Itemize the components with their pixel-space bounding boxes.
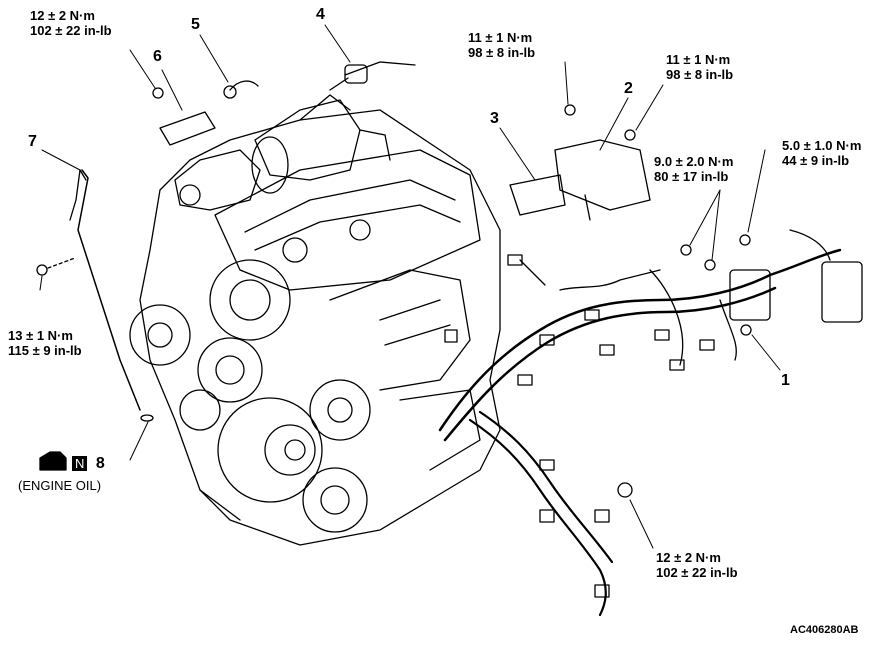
torque-mid-top: 11 ± 1 N·m 98 ± 8 in-lb bbox=[468, 30, 535, 60]
callout-8: 8 bbox=[95, 455, 105, 472]
callout-6: 6 bbox=[153, 48, 162, 65]
torque-value-nm: 11 ± 1 N·m bbox=[666, 52, 731, 67]
torque-value-nm: 9.0 ± 2.0 N·m bbox=[654, 154, 734, 169]
torque-value-nm: 13 ± 1 N·m bbox=[8, 328, 73, 343]
torque-value-nm: 12 ± 2 N·m bbox=[30, 8, 95, 23]
callout-5: 5 bbox=[191, 16, 200, 33]
callout-4: 4 bbox=[316, 6, 325, 23]
hose-4 bbox=[344, 61, 416, 76]
oil-dipstick bbox=[77, 169, 141, 411]
valve-cover bbox=[214, 149, 481, 291]
torque-value-nm: 5.0 ± 1.0 N·m bbox=[782, 138, 862, 153]
torque-left: 13 ± 1 N·m 115 ± 9 in-lb bbox=[8, 328, 82, 358]
oil-can-icon bbox=[39, 451, 67, 471]
callout-1: 1 bbox=[781, 372, 790, 389]
torque-9: 9.0 ± 2.0 N·m 80 ± 17 in-lb bbox=[654, 154, 733, 184]
torque-right-top: 11 ± 1 N·m 98 ± 8 in-lb bbox=[666, 52, 733, 82]
callout-7: 7 bbox=[28, 133, 37, 150]
torque-value-nm: 11 ± 1 N·m bbox=[468, 30, 533, 45]
engine-oil-label: (ENGINE OIL) bbox=[18, 478, 102, 493]
front-pulleys bbox=[129, 259, 371, 533]
callout-8-group: N 8 bbox=[72, 455, 105, 473]
torque-value-inlb: 115 ± 9 in-lb bbox=[8, 343, 82, 358]
torque-value-inlb: 102 ± 22 in-lb bbox=[656, 565, 738, 580]
engine-block-outline bbox=[139, 109, 501, 546]
callout-2: 2 bbox=[624, 80, 633, 97]
callout-3: 3 bbox=[490, 110, 499, 127]
torque-value-inlb: 80 ± 17 in-lb bbox=[654, 169, 729, 184]
torque-top-left: 12 ± 2 N·m 102 ± 22 in-lb bbox=[30, 8, 112, 38]
leader-lines bbox=[39, 24, 781, 549]
torque-value-inlb: 44 ± 9 in-lb bbox=[782, 153, 850, 168]
n-badge: N bbox=[72, 456, 88, 471]
wiring-harness bbox=[438, 229, 863, 617]
torque-value-inlb: 98 ± 8 in-lb bbox=[468, 45, 536, 60]
torque-bottom: 12 ± 2 N·m 102 ± 22 in-lb bbox=[656, 550, 738, 580]
torque-value-inlb: 98 ± 8 in-lb bbox=[666, 67, 734, 82]
torque-value-nm: 12 ± 2 N·m bbox=[656, 550, 721, 565]
torque-value-inlb: 102 ± 22 in-lb bbox=[30, 23, 112, 38]
figure-code: AC406280AB bbox=[790, 624, 859, 636]
torque-5: 5.0 ± 1.0 N·m 44 ± 9 in-lb bbox=[782, 138, 861, 168]
